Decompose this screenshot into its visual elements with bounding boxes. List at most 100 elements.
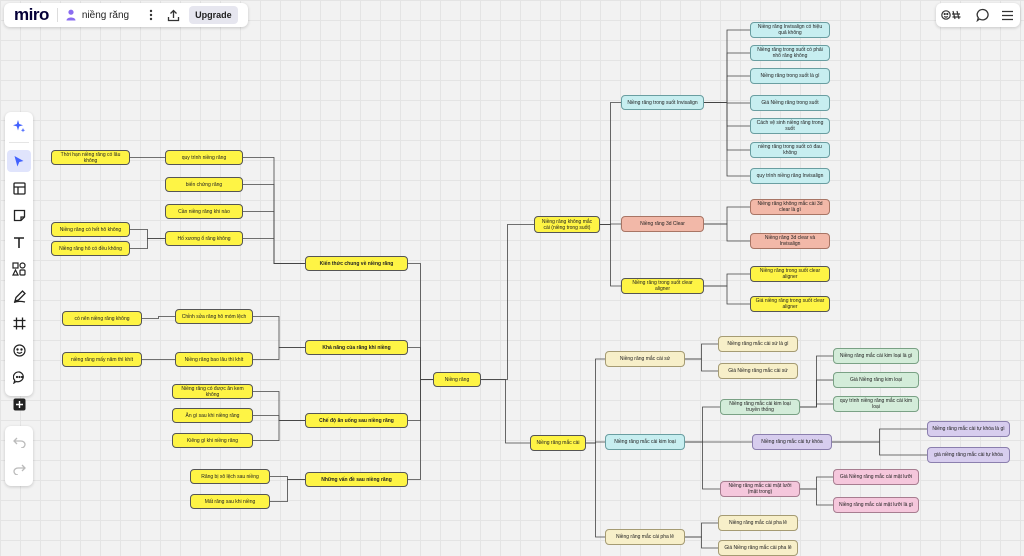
topic-node-bone-socket[interactable]: Hố xương ổ răng không <box>165 231 243 246</box>
frame-icon[interactable] <box>7 312 31 334</box>
topic-node-3d-vs-invisalign[interactable]: Niềng răng 3d clear và Invisalign <box>750 233 830 249</box>
topic-node-metal[interactable]: Niềng răng mắc cài kim loại <box>605 434 685 450</box>
topic-node-lingual-what[interactable]: Niềng răng mắc cài mặt lưỡi là gì <box>833 497 919 513</box>
topic-node-aligner[interactable]: Niềng răng trong suốt clear aligner <box>750 266 830 282</box>
topic-node-how-long-tight[interactable]: Niềng răng bao lâu thì khít <box>175 352 253 367</box>
connector-line <box>270 479 305 502</box>
topic-node-clear-pain[interactable]: niềng răng trong suốt có đau không <box>750 142 830 158</box>
connector-line <box>270 476 305 480</box>
topic-node-ice-cream[interactable]: Niềng răng có được ăn kem không <box>172 384 253 399</box>
topic-node-porcelain[interactable]: Niềng răng mắc cài sứ <box>605 351 685 367</box>
topic-node-traditional[interactable]: Niềng răng mắc cài kim loại truyền thống <box>720 399 800 415</box>
mindmap-root-node[interactable]: Niềng răng <box>433 372 481 387</box>
topic-node-metal-process[interactable]: quy trình niềng răng mắc cài kim loại <box>833 396 919 412</box>
topic-node-porcelain-price[interactable]: Giá Niềng răng mắc cài sứ <box>718 363 798 379</box>
topic-node-crystal[interactable]: Niềng răng mắc cài pha lê <box>605 529 685 545</box>
sticky-note-icon[interactable] <box>7 204 31 226</box>
undo-icon[interactable] <box>7 431 31 453</box>
topic-node-crystal-price[interactable]: Giá Niềng răng mắc cài pha lê <box>718 540 798 556</box>
topic-node-years-tight[interactable]: niềng răng mấy năm thì khít <box>62 352 142 367</box>
topic-node-porcelain-what[interactable]: Niềng răng mắc cài sứ là gì <box>718 336 798 352</box>
add-icon[interactable] <box>7 393 31 415</box>
board-name[interactable]: niềng răng <box>81 9 130 21</box>
topic-node-teeth-shift[interactable]: Răng bị xô lệch sau niềng <box>190 469 270 484</box>
text-icon[interactable] <box>7 231 31 253</box>
topic-node-correct-misalignment[interactable]: Chỉnh sửa răng hô móm lệch <box>175 309 253 324</box>
topic-node-buck-teeth-fix[interactable]: Niềng răng có hết hô không <box>51 222 130 237</box>
topic-node-traditional-what[interactable]: Niềng răng mắc cài kim loại là gì <box>833 348 919 364</box>
connector-line <box>800 488 833 506</box>
miro-logo[interactable]: miro <box>14 5 49 24</box>
connector-line <box>481 224 534 380</box>
topic-node-bracket-braces[interactable]: Niềng răng mắc cài <box>530 435 586 451</box>
topic-node-lingual[interactable]: Niềng răng mắc cài mặt lưỡi (mặt trong) <box>720 481 800 497</box>
comment-icon[interactable] <box>7 366 31 388</box>
topic-node-complications[interactable]: biến chứng răng <box>165 177 243 192</box>
topic-node-what-to-eat[interactable]: Ăn gì sau khi niềng răng <box>172 408 253 423</box>
connector-line <box>243 238 305 264</box>
topic-node-clear-aligner[interactable]: Niềng răng trong suốt clear aligner <box>621 278 704 294</box>
select-cursor-icon[interactable] <box>7 150 31 172</box>
connector-line <box>685 358 718 372</box>
connector-line <box>586 358 605 444</box>
topic-node-capability[interactable]: Khả năng của răng khi niềng <box>305 340 408 355</box>
topic-node-invisalign-process[interactable]: quy trình niềng răng Invisalign <box>750 168 830 184</box>
topic-node-cleaning[interactable]: Cách vệ sinh niềng răng trong suốt <box>750 118 830 134</box>
topic-node-invisalign-effective[interactable]: Niềng răng Invisalign có hiệu quả không <box>750 22 830 38</box>
topic-node-extract-teeth[interactable]: Niềng răng trong suốt có phải nhổ răng k… <box>750 45 830 61</box>
topic-node-self-ligating-what[interactable]: Niềng răng mắc cài tự khóa là gì <box>927 421 1010 437</box>
connector-line <box>586 442 605 538</box>
connector-line <box>704 285 750 305</box>
topic-node-what-is-clear[interactable]: Niềng răng trong suốt là gì <box>750 68 830 84</box>
reactions-icon[interactable] <box>940 7 966 23</box>
divider <box>56 8 58 22</box>
topic-node-self-ligating[interactable]: Niềng răng mắc cài tự khóa <box>752 434 832 450</box>
connector-line <box>685 406 720 443</box>
connector-line <box>600 102 621 225</box>
upgrade-button[interactable]: Upgrade <box>189 6 238 24</box>
connector-line <box>832 428 927 443</box>
emoji-icon[interactable] <box>7 339 31 361</box>
topic-node-tooth-loss[interactable]: Mất răng sau khi niềng <box>190 494 270 509</box>
topic-node-self-ligating-price[interactable]: giá niềng răng mắc cài tự khóa <box>927 447 1010 463</box>
topic-node-buck-teeth-even[interactable]: Niềng răng hô có đều không <box>51 241 130 256</box>
connector-line <box>408 347 433 380</box>
topic-node-what-to-avoid[interactable]: Kiêng gì khi niềng răng <box>172 433 253 448</box>
topic-node-duration[interactable]: Thời hạn niềng răng có lâu không <box>51 150 130 165</box>
comments-icon[interactable] <box>975 7 991 23</box>
topic-node-metal-price[interactable]: Giá Niềng răng kim loại <box>833 372 919 388</box>
topic-node-when-needed[interactable]: Cần niềng răng khi nào <box>165 204 243 219</box>
top-left-bar: miro niềng răng Upgrade <box>4 3 248 27</box>
templates-icon[interactable] <box>7 177 31 199</box>
connector-line <box>408 379 433 480</box>
topic-node-should-braces[interactable]: có nên niềng răng không <box>62 311 142 326</box>
topic-node-clear-price[interactable]: Giá Niềng răng trong suốt <box>750 95 830 111</box>
redo-icon[interactable] <box>7 458 31 480</box>
topic-node-aligner-price[interactable]: Giá niềng răng trong suốt clear aligner <box>750 296 830 312</box>
left-toolbar <box>5 112 33 410</box>
connector-line <box>142 316 175 319</box>
topic-node-3d-what[interactable]: Niềng răng không mắc cài 3d clear là gì <box>750 199 830 215</box>
share-icon[interactable] <box>165 7 181 23</box>
connector-line <box>800 379 833 408</box>
topic-node-process[interactable]: quy trình niềng răng <box>165 150 243 165</box>
topic-node-diet[interactable]: Chế độ ăn uống sau niềng răng <box>305 413 408 428</box>
board-icon <box>66 9 76 21</box>
topic-node-crystal-item[interactable]: Niềng răng mắc cài pha lê <box>718 515 798 531</box>
topic-node-lingual-price[interactable]: Giá Niềng răng mắc cài mặt lưỡi <box>833 469 919 485</box>
pen-icon[interactable] <box>7 285 31 307</box>
topic-node-after-issues[interactable]: Những vấn đề sau niềng răng <box>305 472 408 487</box>
topic-node-clear-braces[interactable]: Niềng răng không mắc cài (niềng trong su… <box>534 216 600 233</box>
connector-line <box>481 379 530 444</box>
menu-icon[interactable] <box>1000 7 1016 23</box>
more-icon[interactable] <box>143 7 159 23</box>
ai-sparkle-icon[interactable] <box>7 115 31 137</box>
connector-line <box>130 229 165 239</box>
topic-node-3d-clear[interactable]: Niềng răng 3d Clear <box>621 216 704 232</box>
connector-line <box>685 536 718 549</box>
topic-node-general-knowledge[interactable]: Kiến thức chung về niềng răng <box>305 256 408 271</box>
connector-line <box>253 415 305 421</box>
topic-node-invisalign[interactable]: Niềng răng trong suốt Invisalign <box>621 95 704 110</box>
shapes-icon[interactable] <box>7 258 31 280</box>
